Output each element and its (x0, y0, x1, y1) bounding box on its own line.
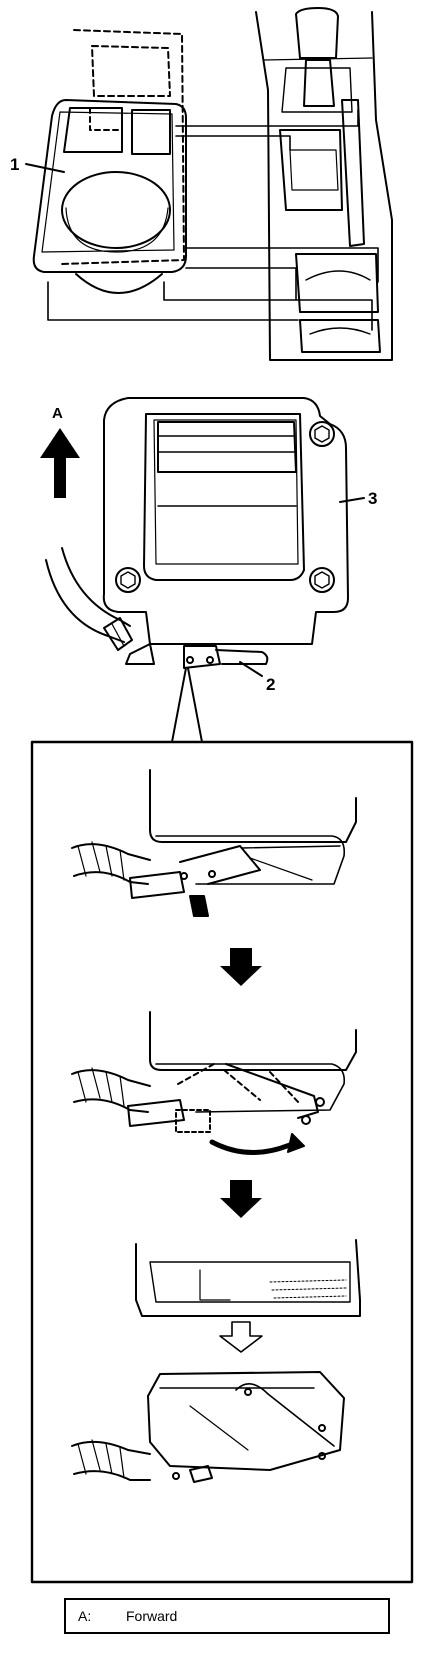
legend-key: A: (78, 1608, 92, 1624)
leader-3 (339, 497, 365, 503)
forward-arrow-icon (40, 428, 80, 498)
center-console (255, 7, 393, 361)
callout-2: 2 (266, 675, 276, 694)
down-arrow-icon (220, 1180, 262, 1218)
detail-step-1-locked (71, 769, 357, 917)
detail-leader-left (171, 667, 187, 743)
callout-3: 3 (368, 489, 378, 508)
down-arrow-icon (220, 948, 262, 986)
mounting-bolt (309, 421, 335, 447)
mounting-bolt (115, 567, 141, 593)
inflatable-restraint-module (102, 397, 349, 669)
alignment-lines (47, 109, 379, 331)
callout-1: 1 (10, 155, 20, 174)
callout-arrow-letter: A (52, 405, 63, 422)
mounting-bolt (309, 567, 335, 593)
detail-leader-right (187, 667, 203, 743)
detail-step-3-separate (71, 1239, 361, 1483)
legend-box: A: Forward (64, 1598, 390, 1634)
console-cupholder-removed (32, 29, 187, 294)
leader-1 (25, 163, 65, 173)
leader-2 (239, 661, 263, 677)
detail-step-2-unlatch (71, 1011, 357, 1155)
detail-view-frame (30, 740, 414, 1584)
wiring-harness (45, 547, 133, 651)
legend-text: Forward (126, 1608, 178, 1624)
